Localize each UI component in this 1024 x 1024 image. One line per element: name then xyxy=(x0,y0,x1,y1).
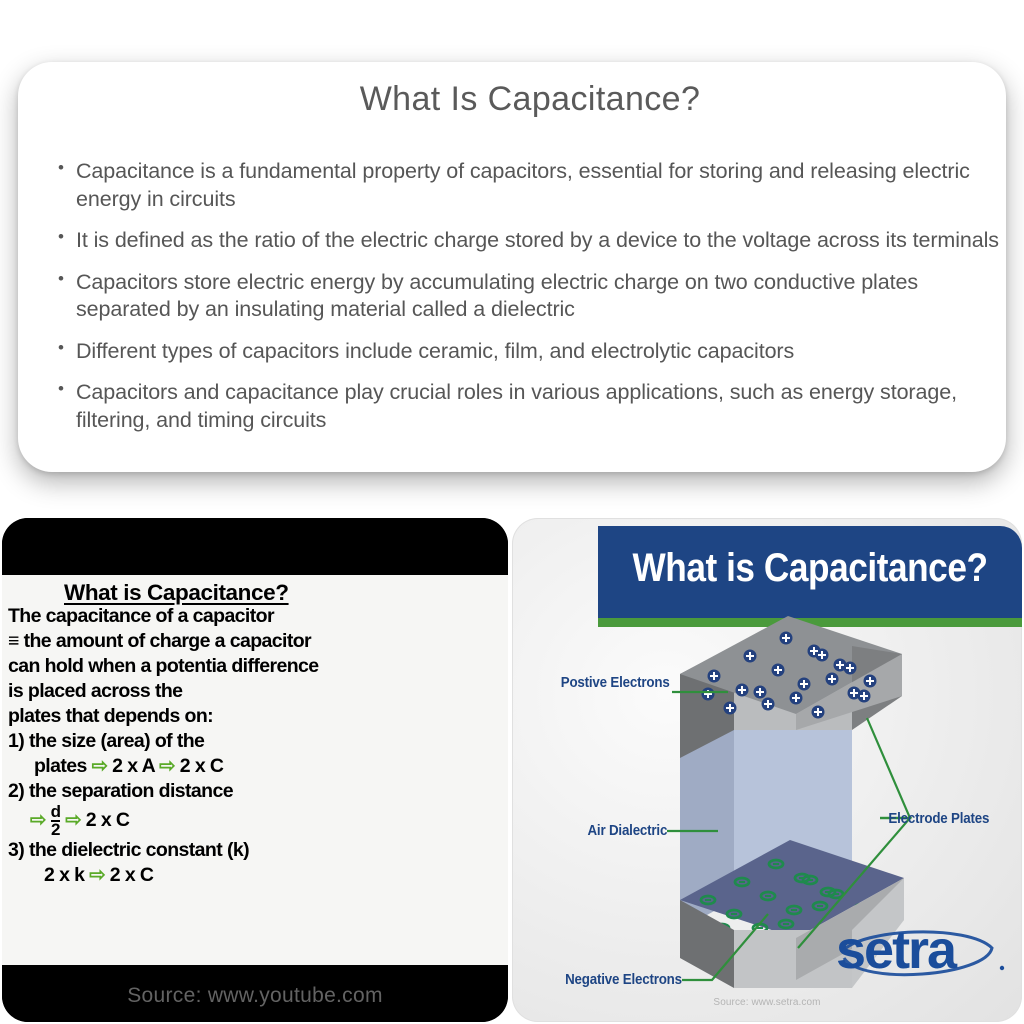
depends-item-3-detail: 2 x k ⇨ 2 x C xyxy=(8,863,308,888)
capacitance-expr: 2 x C xyxy=(109,863,154,886)
bottom-plate-left-face xyxy=(680,900,734,988)
list-item: Different types of capacitors include ce… xyxy=(58,337,1006,366)
svg-text:setra: setra xyxy=(836,920,958,980)
green-arrow-icon: ⇨ xyxy=(89,863,105,886)
depends-item-2-detail: ⇨ d 2 ⇨ 2 x C xyxy=(8,801,308,839)
green-arrow-icon: ⇨ xyxy=(65,808,81,831)
body-line: The capacitance of a capacitor xyxy=(8,605,275,627)
green-arrow-icon: ⇨ xyxy=(91,754,108,777)
top-plate-top-surface xyxy=(680,616,902,714)
depends-item-1-detail: plates ⇨ 2 x A ⇨ 2 x C xyxy=(8,754,308,779)
fraction-numerator: d xyxy=(50,801,61,821)
air-dielectric-label: Air Dialectric xyxy=(587,823,668,839)
body-line: ≡ the amount of charge a capacitor xyxy=(8,629,312,652)
list-item: Capacitors and capacitance play crucial … xyxy=(58,378,1006,434)
fraction-denominator: 2 xyxy=(50,819,60,839)
right-source-caption: Source: www.setra.com xyxy=(713,997,821,1008)
positive-electron-symbols xyxy=(701,631,877,719)
dielectric-expr: 2 x k xyxy=(44,863,85,886)
leader-lines xyxy=(667,690,913,982)
capacitance-expr: 2 x C xyxy=(85,808,130,831)
right-source-image: What is Capacitance? xyxy=(512,518,1022,1022)
electrode-plates-label: Electrode Plates xyxy=(888,811,990,827)
list-item: Capacitance is a fundamental property of… xyxy=(58,157,1006,213)
left-panel-body: The capacitance of a capacitor ≡ the amo… xyxy=(8,604,319,888)
capacitance-expr: 2 x C xyxy=(179,754,224,777)
bullet-list: Capacitance is a fundamental property of… xyxy=(58,157,1006,448)
dielectric-front-face xyxy=(734,702,852,900)
negative-electron-symbols xyxy=(699,858,871,934)
setra-logo: setra xyxy=(836,920,1005,980)
setra-accent-bar xyxy=(598,618,1022,627)
setra-banner-title: What is Capacitance? xyxy=(632,546,988,590)
top-letterbox-band xyxy=(2,518,508,575)
left-diagram-canvas xyxy=(2,575,508,965)
negative-electrons-label: Negative Electrons xyxy=(565,972,682,988)
green-arrow-icon: ⇨ xyxy=(30,808,46,831)
depends-item-2: 2) the separation distance xyxy=(8,779,234,802)
dielectric-left-face xyxy=(680,702,734,930)
area-expr: 2 x A xyxy=(112,754,155,777)
green-arrow-icon: ⇨ xyxy=(159,754,175,777)
capacitor-3d-illustration xyxy=(667,616,913,988)
setra-banner: What is Capacitance? xyxy=(598,526,1022,618)
left-source-image: What is Capacitance? The capacitance of … xyxy=(2,518,508,1022)
body-line: can hold when a potentia difference xyxy=(8,654,319,677)
left-panel-heading: What is Capacitance? xyxy=(64,580,289,605)
bottom-letterbox-band xyxy=(2,965,508,1022)
depends-item-3: 3) the dielectric constant (k) xyxy=(8,838,250,861)
hero-card: What Is Capacitance? Capacitance is a fu… xyxy=(18,62,1006,472)
d-over-2-fraction: d 2 xyxy=(50,801,61,839)
left-source-caption: Source: www.youtube.com xyxy=(127,984,383,1007)
list-item: It is defined as the ratio of the electr… xyxy=(58,226,1006,255)
body-line: is placed across the xyxy=(8,679,183,702)
positive-electrons-label: Postive Electrons xyxy=(560,675,670,691)
body-line: plates that depends on: xyxy=(8,704,214,727)
list-item: Capacitors store electric energy by accu… xyxy=(58,268,1006,324)
plates-word: plates xyxy=(34,754,87,777)
page-title: What Is Capacitance? xyxy=(359,80,701,118)
depends-item-1: 1) the size (area) of the xyxy=(8,729,205,752)
